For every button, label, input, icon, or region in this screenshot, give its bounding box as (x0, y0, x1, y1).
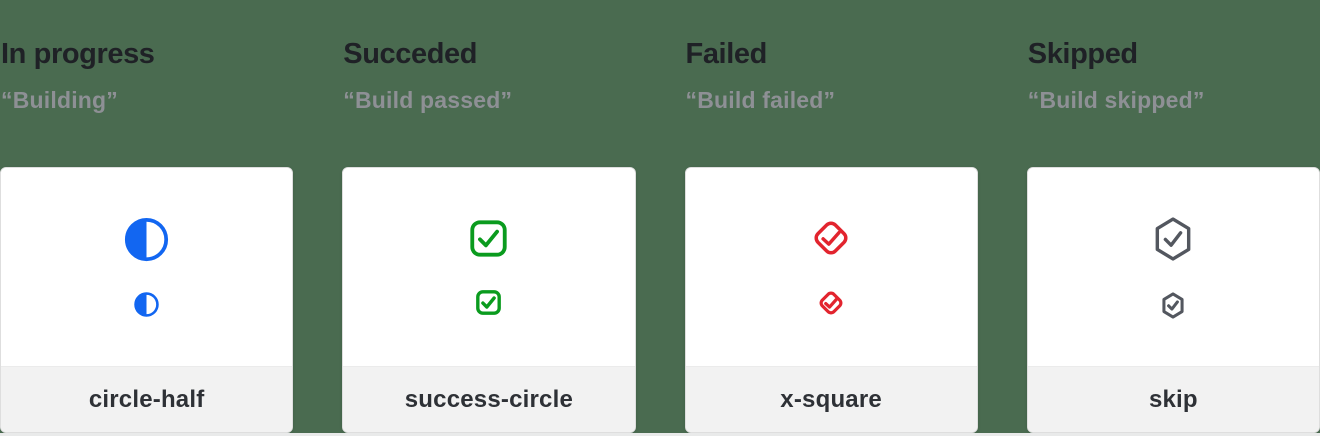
icon-card-body (343, 168, 635, 366)
column-status-quote: “Build failed” (685, 87, 836, 113)
icon-card: x-square (684, 167, 978, 433)
circle-half-icon-large (124, 217, 169, 262)
column-succeded: Succeded “Build passed” succes (342, 0, 636, 433)
icon-name-label: success-circle (404, 385, 573, 413)
column-in-progress: In progress “Building” circle- (0, 0, 294, 433)
column-title: Skipped (1027, 38, 1138, 70)
column-status-quote: “Building” (1, 87, 118, 113)
icon-card-footer: circle-half (1, 366, 293, 432)
icon-name-label: x-square (780, 385, 882, 413)
icon-card-footer: x-square (685, 366, 977, 432)
column-title: In progress (1, 38, 155, 70)
icon-card: skip (1026, 167, 1320, 433)
check-diamond-icon-large (810, 217, 852, 259)
circle-half-icon-small (134, 292, 159, 317)
check-square-icon-large (468, 218, 509, 259)
icon-card: circle-half (0, 167, 294, 433)
icon-card: success-circle (342, 167, 636, 433)
check-diamond-icon-small (817, 289, 845, 317)
check-hexagon-icon-large (1154, 216, 1192, 262)
column-status-quote: “Build skipped” (1027, 87, 1205, 113)
icon-card-footer: skip (1027, 366, 1319, 432)
icon-card-body (1027, 168, 1319, 366)
column-status-quote: “Build passed” (343, 87, 513, 113)
icon-name-label: circle-half (88, 385, 205, 413)
icon-card-body (1, 168, 293, 366)
icon-name-label: skip (1148, 385, 1198, 413)
check-hexagon-icon-small (1162, 291, 1184, 319)
column-skipped: Skipped “Build skipped” skip (1026, 0, 1320, 433)
check-square-icon-small (475, 289, 502, 316)
column-title: Failed (685, 38, 768, 70)
column-failed: Failed “Build failed” x-square (684, 0, 978, 433)
column-title: Succeded (343, 38, 478, 70)
icon-card-footer: success-circle (343, 366, 635, 432)
icon-card-body (685, 168, 977, 366)
bottom-edge-strip (0, 433, 1320, 436)
